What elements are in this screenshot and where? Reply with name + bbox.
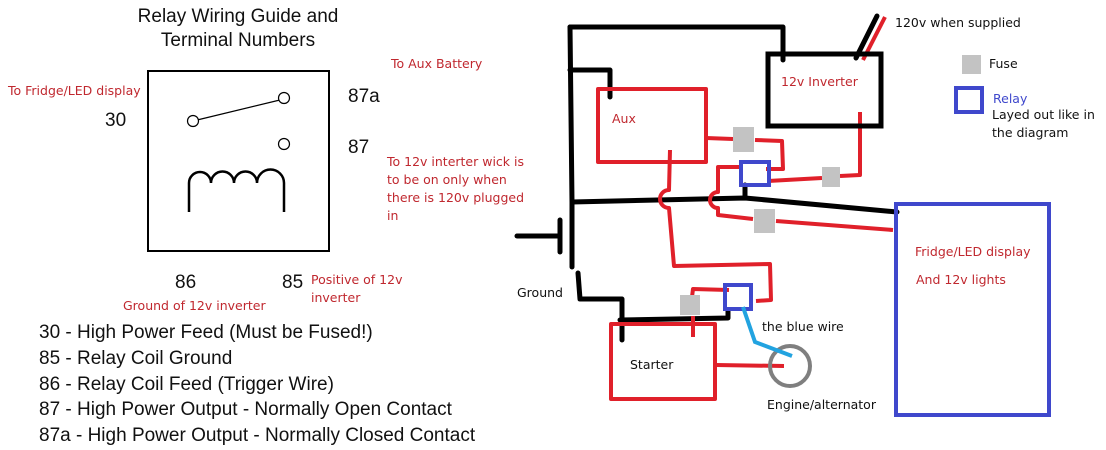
red-wire-relay-loop — [708, 165, 754, 221]
legend-item: 87 - High Power Output - Normally Open C… — [39, 399, 452, 421]
note-to-fridge: To Fridge/LED display — [8, 83, 141, 98]
legend-item: 87a - High Power Output - Normally Close… — [39, 425, 476, 447]
inverter-label: 12v Inverter — [781, 74, 858, 89]
relay-symbol-box — [147, 70, 330, 252]
legend-relay-desc2: the diagram — [992, 125, 1069, 140]
red-wire-relay-to-inverter — [767, 176, 823, 183]
relay-icon-starter — [723, 283, 753, 311]
starter-battery-box — [609, 322, 717, 401]
red-wire-fuse-to-relay — [754, 138, 785, 171]
fuse-fridge — [754, 209, 775, 233]
red-wire-starter-relay — [690, 287, 730, 298]
terminal-85-label: 85 — [282, 272, 304, 293]
legend-fuse-swatch — [962, 55, 981, 74]
note-interter-line3: there is 120v plugged — [387, 190, 525, 205]
black-wire-main-vertical — [567, 24, 575, 205]
terminal-87a-contact — [277, 91, 291, 105]
aux-battery-box — [596, 87, 708, 164]
legend-relay-swatch — [954, 86, 984, 114]
legend-relay-desc1: Layed out like in — [992, 107, 1095, 122]
guide-title-line2: Terminal Numbers — [160, 30, 316, 51]
red-wire-to-fridge — [775, 219, 894, 232]
red-wire-starter-to-engine — [715, 363, 785, 368]
engine-alternator-icon — [768, 344, 812, 388]
relay-switch-arm — [192, 98, 285, 122]
aux-battery-label: Aux — [612, 111, 636, 126]
fridge-label-line2: And 12v lights — [916, 272, 1006, 287]
black-wire-to-starter — [575, 270, 625, 343]
black-wire-ground-bus — [569, 195, 900, 215]
legend-item: 85 - Relay Coil Ground — [39, 347, 233, 369]
red-wire-fuse-to-inverter — [839, 112, 862, 178]
inverter-box — [765, 51, 884, 129]
note-to-aux-battery: To Aux Battery — [391, 56, 483, 71]
fuse-aux — [733, 127, 754, 152]
note-interter-line4: in — [387, 208, 399, 223]
note-interter-line1: To 12v interter wick is — [387, 154, 525, 169]
black-wire-starter-bus — [617, 307, 731, 323]
red-wire-aux-down — [658, 149, 773, 303]
blue-wire-label: the blue wire — [762, 319, 844, 334]
red-wire-aux-to-fuse — [705, 136, 734, 141]
black-wire-to-aux — [567, 67, 613, 100]
note-positive-line2: inverter — [311, 290, 361, 305]
fuse-inverter — [822, 167, 840, 187]
relay-icon-main — [739, 160, 771, 187]
legend-item: 30 - High Power Feed (Must be Fused!) — [39, 322, 373, 343]
legend-relay-label: Relay — [993, 91, 1028, 106]
terminal-legend: 30 - High Power Feed (Must be Fused!) 85… — [39, 320, 475, 449]
terminal-30-contact — [186, 114, 200, 128]
black-wire-top — [567, 24, 786, 63]
ground-label: Ground — [517, 285, 563, 300]
note-positive-line1: Positive of 12v — [311, 272, 403, 287]
legend-fuse-label: Fuse — [989, 56, 1018, 71]
note-ground-inverter: Ground of 12v inverter — [123, 298, 266, 313]
fridge-box — [894, 202, 1051, 417]
fuse-starter — [680, 295, 700, 315]
starter-battery-label: Starter — [630, 357, 674, 372]
terminal-87a-label: 87a — [348, 86, 380, 107]
legend-item: 86 - Relay Coil Feed (Trigger Wire) — [39, 373, 334, 395]
relay-coil-symbol — [187, 168, 286, 212]
terminal-87-label: 87 — [348, 137, 370, 158]
note-interter-line2: to be on only when — [387, 172, 507, 187]
black-wire-120v — [853, 13, 880, 61]
blue-wire — [741, 306, 793, 358]
guide-title-line1: Relay Wiring Guide and — [137, 6, 339, 27]
engine-alternator-label: Engine/alternator — [767, 397, 876, 412]
terminal-86-label: 86 — [175, 272, 197, 293]
label-120v-supply: 120v when supplied — [895, 15, 1021, 30]
terminal-87-contact — [277, 137, 291, 151]
terminal-30-label: 30 — [105, 110, 127, 131]
fridge-label-line1: Fridge/LED display — [915, 244, 1031, 259]
